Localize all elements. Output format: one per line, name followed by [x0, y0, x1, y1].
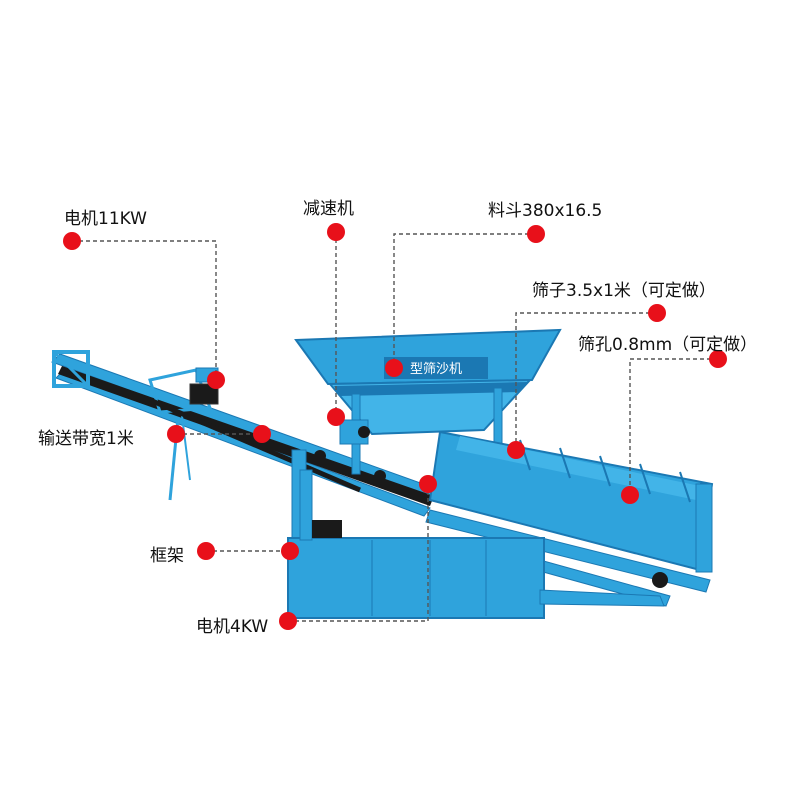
base-frame: [287, 469, 665, 619]
hopper-sign-plate: [384, 357, 488, 379]
label-reducer: 减速机: [303, 199, 354, 219]
leader-lines: [72, 232, 718, 622]
hopper-assembly: [294, 328, 562, 475]
marker-reducer-point: [327, 408, 345, 426]
label-mesh: 筛孔0.8mm（可定做）: [578, 335, 758, 355]
label-frame: 框架: [150, 546, 184, 566]
label-hopper: 料斗380x16.5: [488, 201, 603, 221]
conveyor: [51, 350, 441, 541]
label-motor-11kw: 电机11KW: [64, 209, 147, 229]
leader-screen: [515, 312, 657, 450]
marker-frame-point: [281, 542, 299, 560]
marker-motor-4kw-point: [419, 475, 437, 493]
label-motor-4kw: 电机4KW: [196, 617, 269, 637]
marker-hopper-point: [385, 359, 403, 377]
marker-reducer-label: [327, 223, 345, 241]
leader-motor-4kw: [288, 484, 429, 622]
marker-mesh-label: [709, 350, 727, 368]
marker-motor-4kw-label: [279, 612, 297, 630]
marker-mesh-point: [621, 486, 639, 504]
marker-conveyor-label: [167, 425, 185, 443]
label-screen: 筛子3.5x1米（可定做）: [532, 281, 716, 301]
label-conveyor-width: 输送带宽1米: [38, 429, 134, 449]
leader-hopper: [393, 233, 536, 368]
marker-frame-label: [197, 542, 215, 560]
marker-hopper-label: [527, 225, 545, 243]
leader-motor-11kw: [72, 240, 217, 380]
marker-screen-point: [507, 441, 525, 459]
motor-11kw-body: [189, 383, 219, 405]
marker-screen-label: [648, 304, 666, 322]
leader-mesh: [629, 358, 718, 495]
base-box: [287, 537, 545, 619]
marker-motor-11kw-point: [207, 371, 225, 389]
hopper-sign-text: 型筛沙机: [410, 362, 462, 377]
marker-conveyor-point: [253, 425, 271, 443]
markers: [63, 223, 727, 630]
marker-motor-11kw-label: [63, 232, 81, 250]
conveyor-head-frame: [52, 350, 90, 388]
